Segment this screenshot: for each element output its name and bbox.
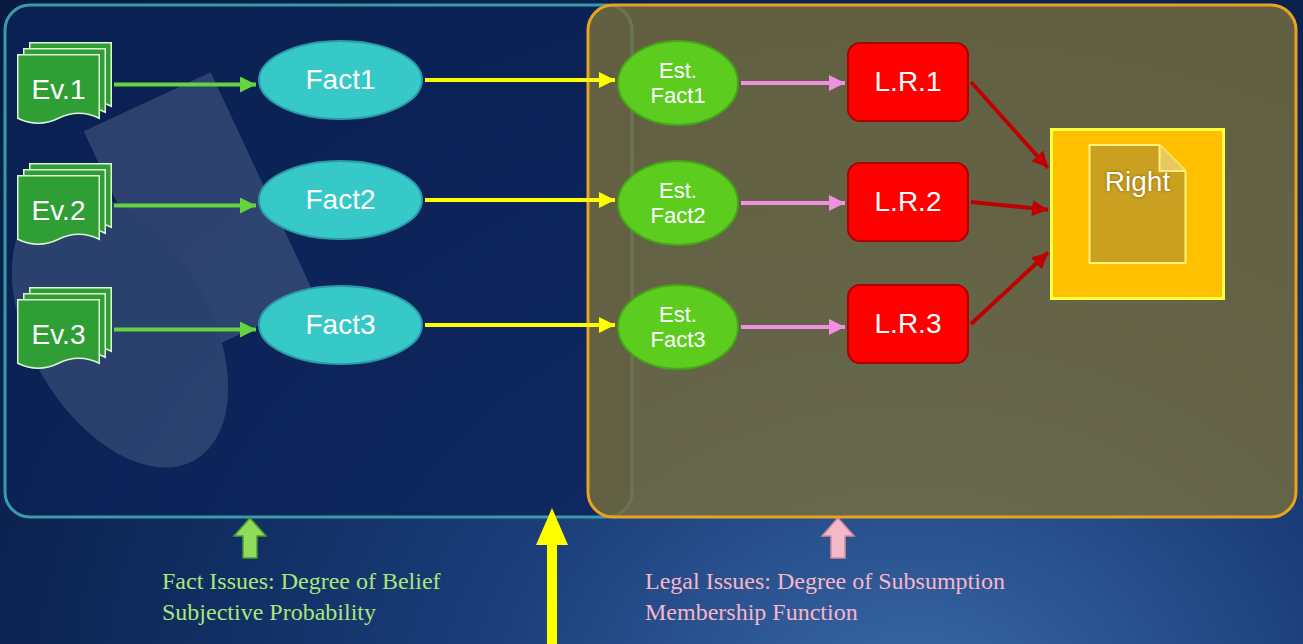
evidence-page <box>18 300 100 369</box>
evidence-stack: Ev.3 <box>17 287 112 372</box>
ellipse-shape <box>618 161 738 245</box>
established-fact-ellipse: Est. Fact2 <box>617 160 739 246</box>
node-label: Right <box>1105 166 1170 198</box>
transfer-pointer <box>536 508 568 644</box>
issue-note: Legal Issues: Degree of Subsumption Memb… <box>645 566 1075 628</box>
ellipse-shape <box>259 286 422 364</box>
fact-issue-pointer <box>234 518 266 558</box>
ellipse-shape <box>259 161 422 239</box>
node-label: Fact3 <box>305 309 375 341</box>
text-holder: Fact1 <box>258 40 423 120</box>
connector-arrow <box>741 81 845 85</box>
legal-issue-pointer <box>822 518 854 558</box>
connector-arrow <box>114 83 256 87</box>
node-label: Fact2 <box>305 184 375 216</box>
evidence-page <box>18 176 100 245</box>
text-holder: Est. Fact2 <box>617 160 739 246</box>
legal-panel <box>588 5 1296 517</box>
box-shape <box>848 163 968 241</box>
established-fact-ellipse: Est. Fact1 <box>617 40 739 126</box>
document-icon <box>1090 145 1186 263</box>
node-label: L.R.2 <box>875 186 942 218</box>
ellipse-shape <box>618 285 738 369</box>
satellite-body <box>0 155 273 505</box>
box-shape <box>1052 130 1224 299</box>
text-holder: Right <box>1050 128 1225 300</box>
box-shape <box>848 285 968 363</box>
connector-arrow <box>425 78 615 82</box>
connector-arrow <box>741 201 845 205</box>
established-fact-ellipse: Est. Fact3 <box>617 284 739 370</box>
box-shape <box>848 43 968 121</box>
connector-arrow <box>971 253 1048 325</box>
text-holder: Ev.2 <box>17 163 112 248</box>
legal-requirement-box: L.R.1 <box>847 42 969 122</box>
right-box: Right <box>1050 128 1225 300</box>
ellipse-shape <box>618 41 738 125</box>
fact-ellipse: Fact2 <box>258 160 423 240</box>
fact-ellipse: Fact3 <box>258 285 423 365</box>
text-holder: Fact2 <box>258 160 423 240</box>
node-outline <box>1050 128 1225 300</box>
node-label: Ev.2 <box>32 195 86 227</box>
node-label: Est. Fact2 <box>642 178 714 229</box>
satellite-illustration <box>0 72 316 505</box>
node-label: Ev.3 <box>32 319 86 351</box>
evidence-stack: Ev.2 <box>17 163 112 248</box>
connector-arrow <box>741 325 845 329</box>
node-label: Est. Fact1 <box>642 58 714 109</box>
text-holder: L.R.2 <box>847 162 969 242</box>
text-holder: Est. Fact1 <box>617 40 739 126</box>
fact-ellipse: Fact1 <box>258 40 423 120</box>
text-holder: Est. Fact3 <box>617 284 739 370</box>
ellipse-shape <box>259 41 422 119</box>
connector-arrow <box>425 323 615 327</box>
issue-text: Fact Issues: Degree of Belief Subjective… <box>162 568 441 625</box>
text-holder: Ev.1 <box>17 42 112 127</box>
text-holder: Fact3 <box>258 285 423 365</box>
text-holder: L.R.1 <box>847 42 969 122</box>
node-label: L.R.3 <box>875 308 942 340</box>
text-holder: Ev.3 <box>17 287 112 372</box>
connector-arrow <box>114 328 256 332</box>
legal-requirement-box: L.R.2 <box>847 162 969 242</box>
connector-arrow <box>971 202 1048 210</box>
node-label: L.R.1 <box>875 66 942 98</box>
evidence-page <box>18 55 100 124</box>
node-label: Ev.1 <box>32 74 86 106</box>
legal-requirement-box: L.R.3 <box>847 284 969 364</box>
connector-arrow <box>114 204 256 208</box>
issue-text: Legal Issues: Degree of Subsumption Memb… <box>645 568 1005 625</box>
evidence-stack: Ev.1 <box>17 42 112 127</box>
text-holder: L.R.3 <box>847 284 969 364</box>
issue-note: Fact Issues: Degree of Belief Subjective… <box>162 566 492 628</box>
connector-arrow <box>971 82 1048 168</box>
connector-arrow <box>425 198 615 202</box>
node-label: Est. Fact3 <box>642 302 714 353</box>
node-label: Fact1 <box>305 64 375 96</box>
